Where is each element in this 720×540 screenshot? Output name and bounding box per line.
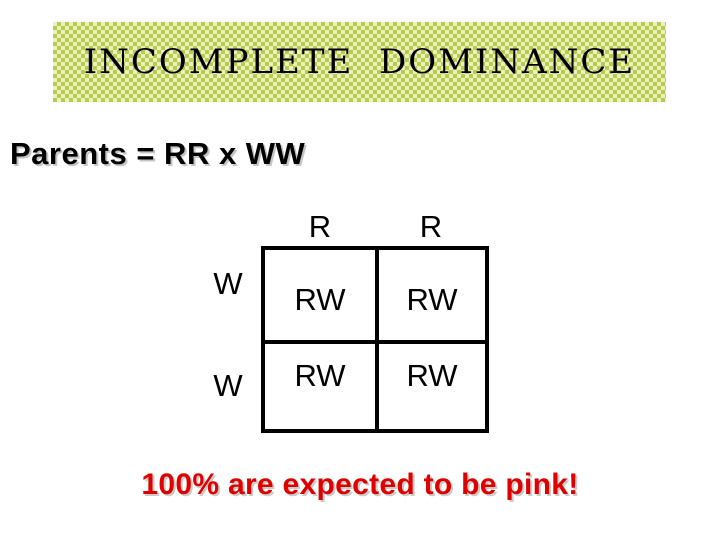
parents-cross-label: Parents = RR x WW — [10, 136, 306, 171]
punnett-grid: RW RW RW RW — [261, 246, 489, 433]
punnett-cell-0-1: RW — [375, 250, 485, 340]
punnett-row-header-1: W — [213, 368, 243, 403]
punnett-row-header-0: W — [213, 266, 243, 301]
page-title: INCOMPLETE DOMINANCE — [83, 42, 636, 82]
conclusion-text: 100% are expected to be pink! — [141, 468, 579, 501]
title-banner: INCOMPLETE DOMINANCE — [53, 22, 666, 102]
punnett-cell-0-0: RW — [265, 250, 375, 340]
punnett-cell-1-1: RW — [375, 339, 485, 429]
punnett-cell-1-0: RW — [265, 339, 375, 429]
punnett-column-header-0: R — [308, 209, 332, 244]
punnett-column-header-1: R — [419, 209, 443, 244]
